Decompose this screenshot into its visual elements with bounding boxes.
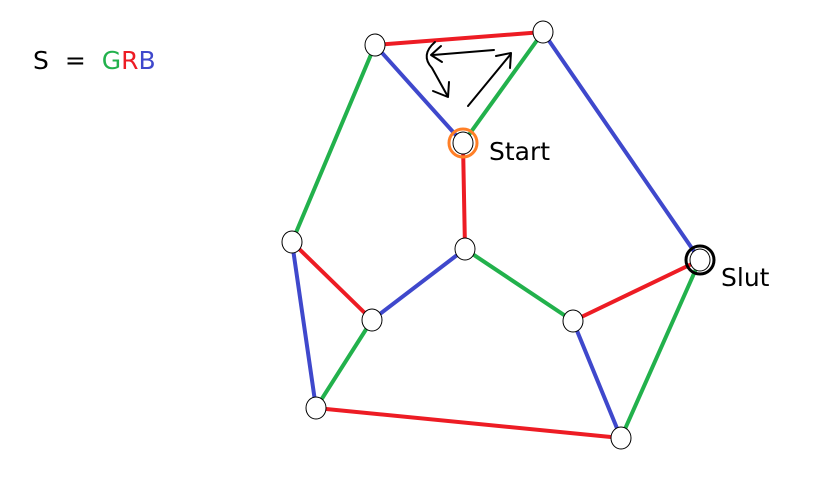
end-label: Slut (721, 263, 770, 292)
node-center (454, 237, 476, 261)
node-top-left (364, 33, 386, 57)
edge-inner-left-bottom-left (314, 318, 374, 410)
edge-left-bottom-left (290, 240, 318, 410)
start-highlight-ring (447, 127, 479, 159)
edge-top-left-left (290, 43, 377, 244)
swap-arrows (425, 41, 512, 107)
edge-end-bottom-right (619, 258, 702, 440)
edge-center-inner-left (370, 247, 467, 322)
arrow-horizontal-head (430, 45, 443, 63)
formula-equals: = (64, 46, 86, 75)
edge-top-left-start (373, 43, 465, 145)
formula: S = GRB (33, 44, 156, 78)
node-inner-left (361, 308, 383, 332)
edge-top-right-end (541, 30, 702, 262)
node-start (452, 131, 474, 155)
arrow-up-right (467, 54, 511, 107)
arrow-horizontal (432, 49, 495, 56)
node-left (281, 230, 303, 254)
end-highlight-ring (684, 244, 716, 276)
start-label: Start (489, 137, 551, 166)
node-bottom-right (610, 426, 632, 450)
edge-inner-right-bottom-right (571, 319, 623, 440)
node-bottom-left (305, 396, 327, 420)
node-top-right (532, 20, 554, 44)
edge-bottom-left-bottom-right (314, 406, 623, 440)
formula-letter-g: G (101, 46, 122, 75)
edge-start-center (461, 141, 467, 251)
nodes (281, 20, 711, 450)
edge-top-right-start (461, 30, 545, 145)
node-end (689, 248, 711, 272)
edges (290, 30, 702, 440)
arrow-down-left-head (432, 81, 450, 98)
arrow-down-left (425, 41, 448, 96)
node-inner-right (562, 309, 584, 333)
edge-inner-right-end (571, 258, 702, 323)
formula-lhs: S (33, 46, 49, 75)
edge-left-inner-left (290, 240, 374, 322)
edge-center-inner-right (463, 247, 575, 323)
arrow-up-right-head (495, 52, 512, 69)
formula-letter-b: B (138, 46, 156, 75)
edge-top-left-top-right (373, 30, 545, 47)
formula-letter-r: R (121, 46, 139, 75)
